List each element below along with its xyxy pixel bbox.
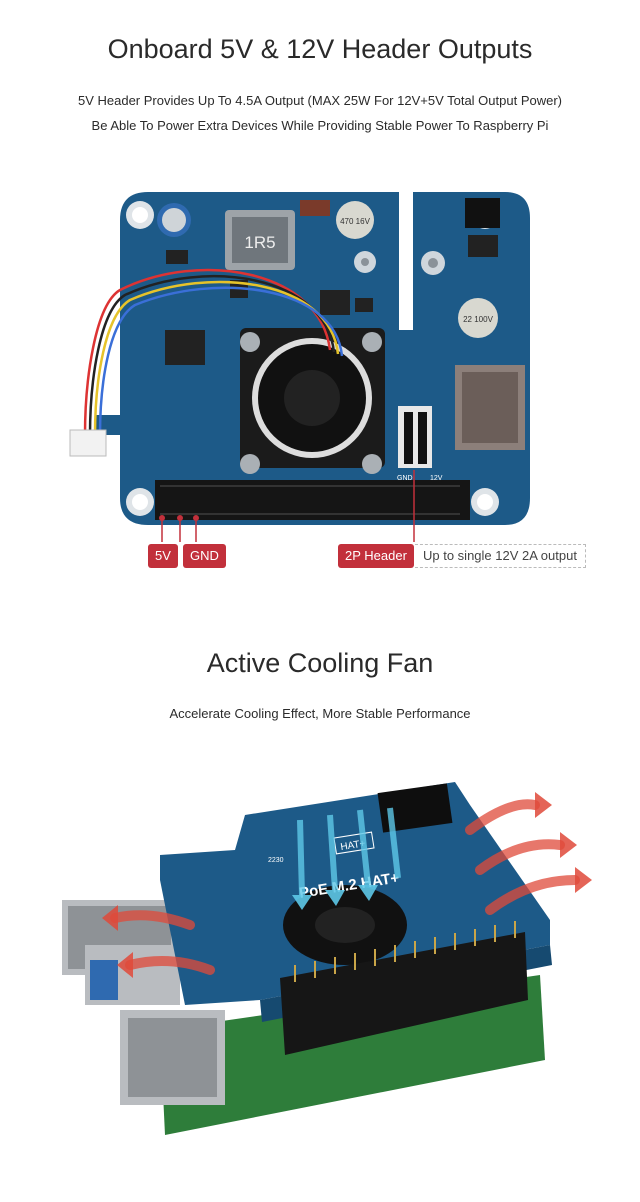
section1-desc-line1: 5V Header Provides Up To 4.5A Output (MA… [77, 93, 562, 108]
gnd-pin-label: GND [397, 475, 413, 482]
section2-desc: Accelerate Cooling Effect, More Stable P… [169, 706, 471, 721]
header-output-note: Up to single 12V 2A output [415, 544, 586, 568]
v12-pin-label: 12V [430, 475, 443, 482]
section2-title: Active Cooling Fan [206, 648, 434, 678]
cap-left-label: 470 16V [340, 217, 370, 226]
cap-right-label: 22 100V [463, 315, 493, 324]
section1-title: Onboard 5V & 12V Header Outputs [107, 34, 533, 64]
board-top-view: 1R5 470 16V 22 100V GND 12V [69, 190, 530, 542]
board-angled-view: PoE M.2 HAT+ HAT+ 2230 [62, 782, 592, 1135]
inductor-label: 1R5 [244, 233, 275, 252]
hat-badge-mark: HAT+ [340, 838, 367, 853]
size-mark: 2230 [268, 857, 284, 864]
section1-desc-line2: Be Able To Power Extra Devices While Pro… [91, 118, 549, 133]
tag-5v: 5V [148, 544, 178, 568]
tag-gnd: GND [183, 544, 226, 568]
tag-2p-header: 2P Header [338, 544, 414, 568]
